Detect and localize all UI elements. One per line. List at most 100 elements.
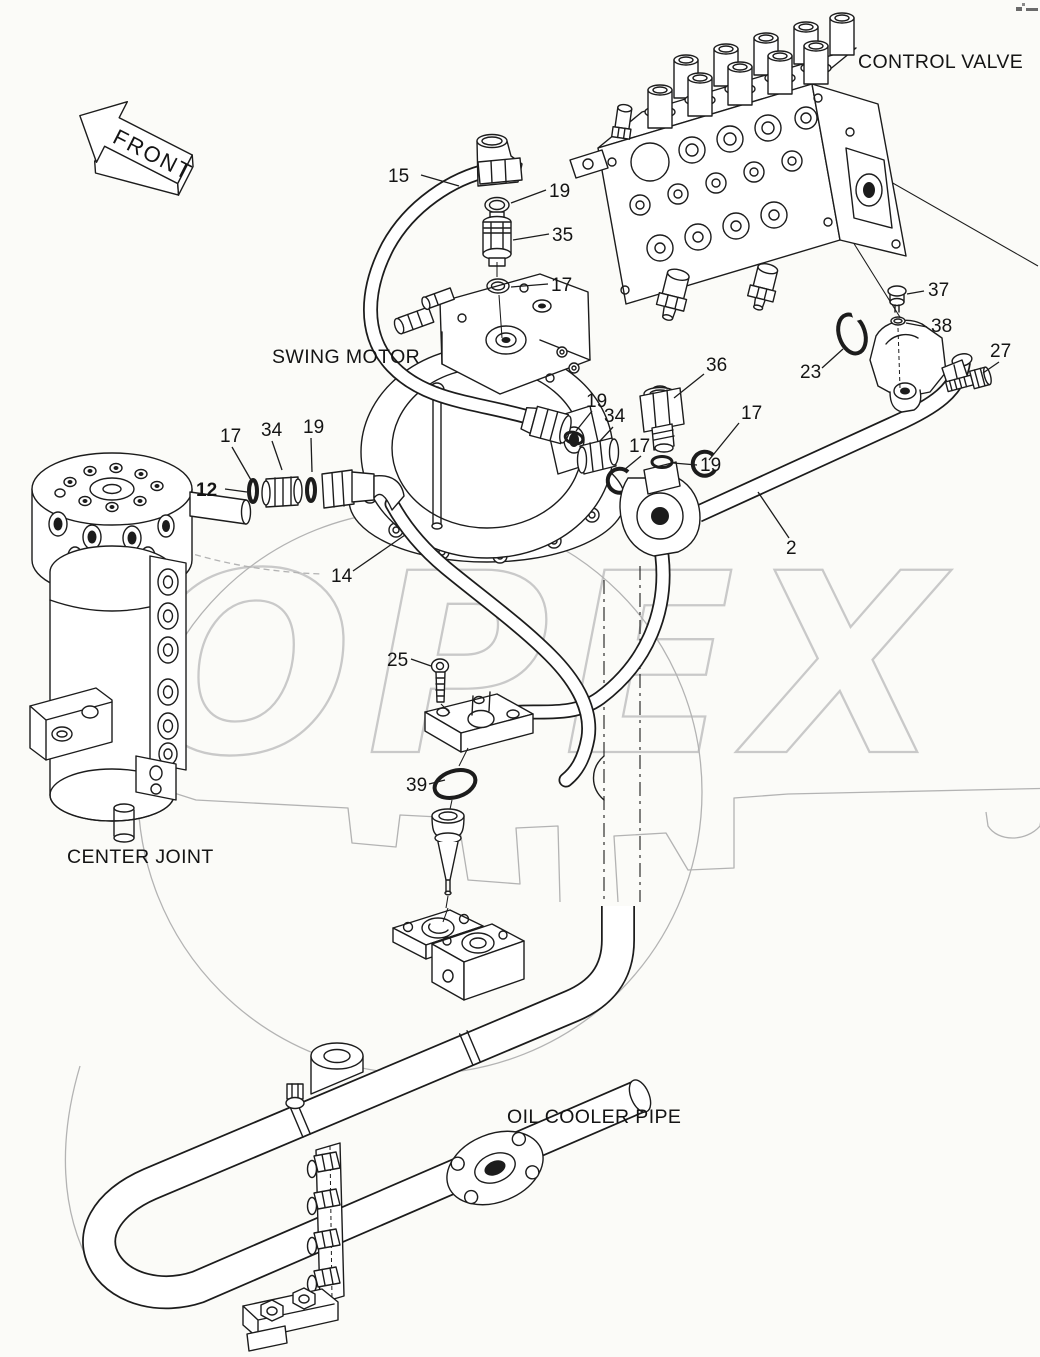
small-nut — [285, 1083, 305, 1110]
bolt-bracket — [306, 1142, 345, 1304]
oval-flange — [446, 1130, 544, 1206]
centerlines — [592, 566, 641, 902]
control-valve-drawing — [569, 12, 907, 321]
o-ring-19-top — [484, 196, 510, 214]
drain-valve — [431, 808, 465, 923]
valve-bottom-stems — [655, 263, 779, 321]
valve-caps-front — [644, 40, 832, 129]
adapter-35 — [482, 211, 512, 267]
callout-38: 38 — [931, 316, 952, 337]
callout-2: 2 — [786, 538, 797, 559]
hose-15 — [363, 162, 546, 428]
front-arrow: FRONT — [79, 100, 197, 196]
callout-14: 14 — [331, 566, 353, 587]
center-joint-bracket-holes — [157, 568, 179, 766]
callout-39: 39 — [406, 775, 427, 796]
motor-hex-fitting-2 — [421, 287, 455, 311]
bolt-25 — [430, 658, 451, 714]
drain-flange — [424, 691, 534, 753]
plug-37 — [887, 285, 907, 313]
pointer-lines — [847, 169, 1039, 331]
callout-17: 17 — [551, 275, 572, 296]
stub-pipe-12 — [189, 491, 252, 525]
callout-leader-19 — [672, 462, 698, 466]
watermark: OPEX — [97, 519, 955, 812]
callout-leader-12 — [224, 488, 248, 493]
oil-cooler-drawing — [82, 906, 652, 1352]
callout-34: 34 — [261, 420, 283, 441]
callout-17: 17 — [220, 426, 241, 447]
callout-leader-2 — [757, 491, 790, 539]
callout-17: 17 — [629, 436, 650, 457]
hose-14 — [384, 496, 597, 788]
label-swing-motor: SWING MOTOR — [272, 346, 420, 368]
callout-15: 15 — [388, 166, 409, 187]
o-ring-17-left — [247, 478, 259, 504]
callout-leader-35 — [512, 233, 550, 241]
callout-leader-17 — [623, 455, 642, 471]
adapter-34-motor — [576, 437, 620, 475]
callout-leader-19 — [575, 410, 593, 432]
callout-leader-27 — [982, 361, 1000, 374]
motor-hex-fitting — [393, 306, 435, 335]
o-ring-39 — [432, 768, 478, 800]
callout-leader-34 — [271, 440, 283, 471]
o-ring-19-36 — [650, 455, 674, 469]
callout-37: 37 — [928, 280, 949, 301]
valve-ports — [607, 93, 833, 295]
label-oil-cooler-pipe: OIL COOLER PIPE — [507, 1106, 681, 1128]
callout-27: 27 — [990, 341, 1011, 362]
callout-35: 35 — [552, 225, 573, 246]
callout-19: 19 — [303, 417, 324, 438]
center-joint-drawing — [29, 452, 252, 843]
callout-34: 34 — [604, 406, 626, 427]
callout-leader-17 — [510, 283, 549, 288]
callout-17: 17 — [741, 403, 762, 424]
o-ring-23 — [836, 307, 868, 356]
adapter-34-left — [261, 476, 303, 508]
o-ring-19-motor — [563, 430, 585, 446]
callout-leader-19 — [310, 437, 313, 473]
flange-block — [431, 923, 525, 1001]
callout-leader-19 — [510, 189, 547, 204]
callout-23: 23 — [800, 362, 821, 383]
valve-relief-stems — [610, 103, 633, 140]
fitting-36 — [639, 385, 685, 453]
scan-artifact — [1016, 3, 1038, 11]
o-ring-19-left — [305, 477, 317, 503]
banjo-block — [619, 461, 701, 557]
elbow-fitting-14 — [321, 469, 405, 511]
callout-leader-39 — [428, 779, 446, 785]
callout-leader-34 — [599, 426, 614, 442]
hose-15-end-nut — [520, 405, 572, 445]
swing-motor-drawing — [348, 273, 626, 564]
callout-36: 36 — [706, 355, 727, 376]
hose-15-top-elbow — [476, 133, 523, 187]
callout-leader-23 — [821, 348, 844, 369]
callout-leader-15 — [420, 174, 460, 187]
callout-19: 19 — [549, 181, 570, 202]
l-foot-bracket — [242, 1287, 339, 1352]
callout-leader-17 — [708, 422, 740, 461]
pipe-clamp-bracket — [869, 319, 969, 413]
callout-leader-37 — [906, 290, 925, 295]
svg-text:OPEX: OPEX — [140, 520, 955, 811]
callout-leader-36 — [673, 373, 705, 399]
callout-leader-14 — [352, 534, 406, 572]
center-joint-top-holes — [54, 462, 164, 513]
callout-19: 19 — [700, 455, 721, 476]
label-center-joint: CENTER JOINT — [67, 846, 214, 868]
o-ring-17-top — [486, 278, 510, 294]
pipe-boss — [310, 1042, 364, 1095]
callout-12: 12 — [196, 480, 217, 501]
callout-leader-17 — [231, 446, 252, 481]
callout-25: 25 — [387, 650, 408, 671]
plug-centerline — [897, 327, 901, 389]
label-control-valve: CONTROL VALVE — [858, 51, 1023, 73]
callout-19: 19 — [586, 391, 607, 412]
washer-38 — [890, 316, 906, 326]
callout-leader-38 — [905, 322, 928, 328]
